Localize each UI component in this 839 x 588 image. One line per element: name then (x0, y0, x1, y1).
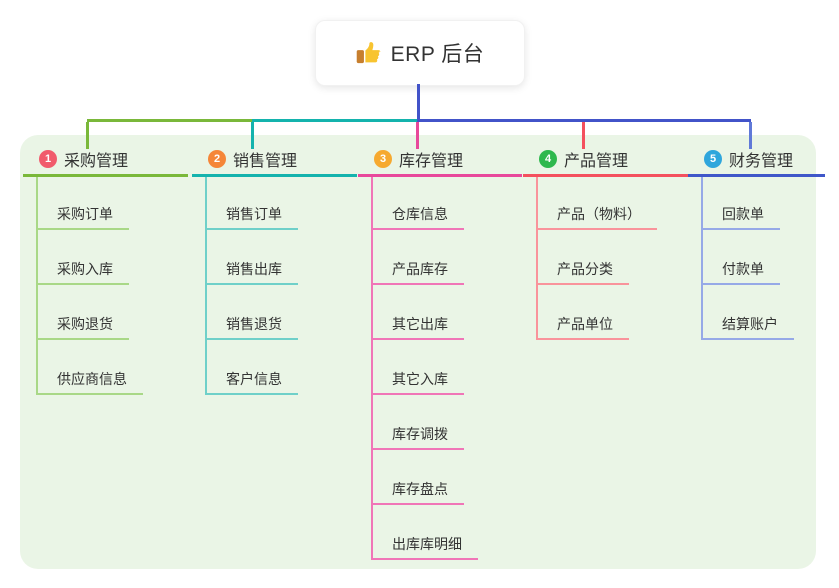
child-node[interactable]: 采购退货 (36, 314, 129, 340)
branch-label: 库存管理 (399, 153, 464, 170)
branch-underline (192, 174, 357, 177)
child-node[interactable]: 库存盘点 (371, 479, 464, 505)
branch-header[interactable]: 2 销售管理 (208, 147, 297, 171)
child-node[interactable]: 产品单位 (536, 314, 629, 340)
root-node-label: ERP 后台 (390, 43, 485, 66)
bus-segment-right (417, 119, 751, 122)
branch-label: 采购管理 (64, 153, 129, 170)
branches-background-panel (20, 135, 816, 569)
child-node[interactable]: 结算账户 (701, 314, 794, 340)
branch-index-badge: 3 (374, 150, 392, 168)
child-node[interactable]: 销售订单 (205, 204, 298, 230)
child-node[interactable]: 产品库存 (371, 259, 464, 285)
branch-index-badge: 1 (39, 150, 57, 168)
bus-segment-middle (252, 119, 420, 122)
child-node[interactable]: 仓库信息 (371, 204, 464, 230)
bus-segment-left (87, 119, 252, 122)
branch-trunk-line (205, 177, 207, 395)
branch-drop-line (749, 122, 752, 149)
branch-index-badge: 5 (704, 150, 722, 168)
branch-header[interactable]: 5 财务管理 (704, 147, 793, 171)
branch-label: 销售管理 (233, 153, 298, 170)
branch-index-badge: 2 (208, 150, 226, 168)
child-node[interactable]: 库存调拨 (371, 424, 464, 450)
root-connector-line (417, 84, 420, 119)
branch-trunk-line (36, 177, 38, 395)
child-node[interactable]: 付款单 (701, 259, 780, 285)
branch-index-badge: 4 (539, 150, 557, 168)
child-node[interactable]: 其它入库 (371, 369, 464, 395)
branch-drop-line (582, 122, 585, 149)
branch-label: 产品管理 (564, 153, 629, 170)
thumbs-up-icon (356, 40, 382, 66)
branch-drop-line (86, 122, 89, 149)
branch-header[interactable]: 1 采购管理 (39, 147, 128, 171)
branch-label: 财务管理 (729, 153, 794, 170)
child-node[interactable]: 客户信息 (205, 369, 298, 395)
branch-underline (688, 174, 825, 177)
branch-trunk-line (371, 177, 373, 560)
branch-trunk-line (536, 177, 538, 340)
child-node[interactable]: 采购入库 (36, 259, 129, 285)
child-node[interactable]: 供应商信息 (36, 369, 143, 395)
branch-underline (523, 174, 688, 177)
child-node[interactable]: 产品分类 (536, 259, 629, 285)
branch-underline (23, 174, 188, 177)
child-node[interactable]: 销售出库 (205, 259, 298, 285)
branch-drop-line (251, 122, 254, 149)
branch-underline (358, 174, 522, 177)
child-node[interactable]: 销售退货 (205, 314, 298, 340)
child-node[interactable]: 出库库明细 (371, 534, 478, 560)
branch-drop-line (416, 122, 419, 149)
branch-header[interactable]: 3 库存管理 (374, 147, 463, 171)
child-node[interactable]: 产品（物料） (536, 204, 657, 230)
root-node[interactable]: ERP 后台 (315, 20, 525, 86)
branch-header[interactable]: 4 产品管理 (539, 147, 628, 171)
child-node[interactable]: 回款单 (701, 204, 780, 230)
child-node[interactable]: 其它出库 (371, 314, 464, 340)
child-node[interactable]: 采购订单 (36, 204, 129, 230)
branch-trunk-line (701, 177, 703, 340)
